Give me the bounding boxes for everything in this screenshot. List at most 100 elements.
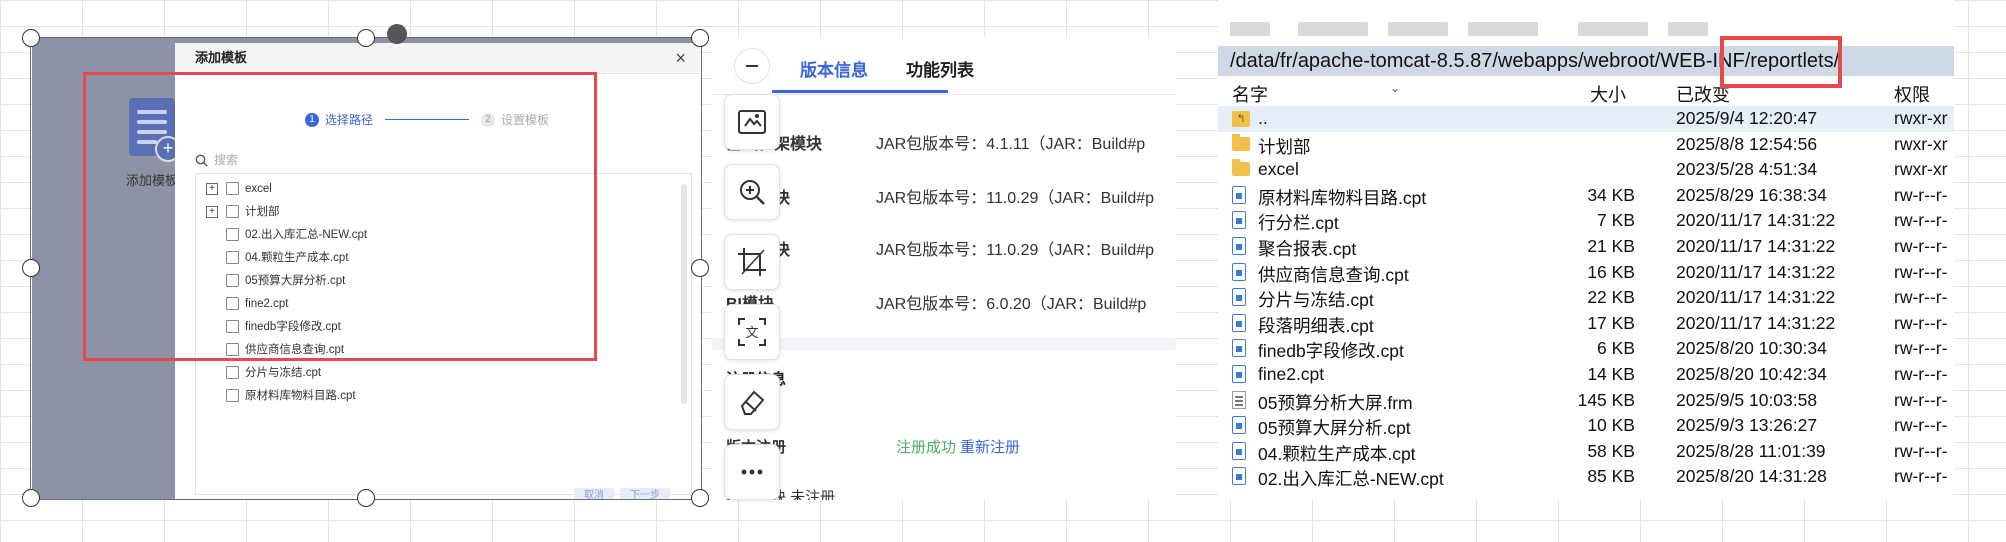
file-manager-screenshot: /data/fr/apache-tomcat-8.5.87/webapps/we… [1218,0,1954,500]
step-2-number: 2 [481,112,496,127]
tree-item-file[interactable]: 分片与冻结.cpt [226,363,321,383]
module-row: 报表模块JAR包版本号：11.0.29（JAR：Build#p [726,184,1176,208]
expand-icon[interactable]: + [206,182,218,195]
search-input[interactable]: 搜索 [195,151,675,171]
file-name: 计划部 [1258,136,1311,157]
resize-handle-ml[interactable] [22,259,40,277]
resize-handle-br[interactable] [691,489,709,507]
resize-handle-bc[interactable] [357,489,375,507]
file-modified: 2025/8/20 10:30:34 [1676,338,1827,359]
tree-item-label: finedb字段修改.cpt [245,321,341,333]
cpt-file-icon [1232,365,1250,383]
eraser-button[interactable] [724,374,780,430]
zoom-in-button[interactable] [724,164,780,220]
more-button[interactable] [724,444,780,500]
resize-handle-tr[interactable] [691,29,709,47]
col-permissions[interactable]: 权限 [1894,85,1930,105]
tab-version-info[interactable]: 版本信息 [800,61,868,80]
step-connector [385,119,470,120]
resize-handle-tc[interactable] [357,29,375,47]
checkbox[interactable] [226,228,239,242]
tree-item-label: fine2.cpt [245,298,289,310]
checkbox[interactable] [226,297,239,311]
folder-icon [1232,133,1250,153]
file-modified: 2025/8/29 16:38:34 [1676,184,1827,205]
tree-item-file[interactable]: 原材料库物料目路.cpt [226,386,356,406]
crop-button[interactable] [724,234,780,290]
tree-item-folder[interactable]: +excel [206,179,272,199]
tree-item-file[interactable]: 05预算大屏分析.cpt [226,271,345,291]
resize-handle-bl[interactable] [22,489,40,507]
file-name: 行分栏.cpt [1258,213,1339,234]
col-modified[interactable]: 已改变 [1676,85,1730,105]
resize-handle-tl[interactable] [22,29,40,47]
file-name: .. [1258,108,1268,128]
file-size: 58 KB [1587,440,1635,461]
tree-item-file[interactable]: 02.出入库汇总-NEW.cpt [226,225,367,245]
resize-handle-mr[interactable] [691,259,709,277]
tree-item-file[interactable]: 供应商信息查询.cpt [226,340,344,360]
tab-bar: 版本信息 功能列表 [712,38,1176,95]
cpt-file-icon [1232,237,1250,255]
cancel-button[interactable]: 取消 [574,488,614,500]
checkbox[interactable] [226,251,239,265]
dialog-title: 添加模板 [195,50,248,65]
cpt-file-icon [1232,211,1250,230]
crop-icon [738,248,766,276]
rotate-handle[interactable] [387,24,407,44]
re-register-link[interactable]: 重新注册 [960,439,1021,456]
image-edit-button[interactable] [724,94,780,150]
fm-toolbar-cropped [1218,0,1954,44]
tab-feature-list[interactable]: 功能列表 [906,61,974,80]
file-modified: 2020/11/17 14:31:22 [1676,312,1836,333]
file-modified: 2025/8/20 14:31:28 [1676,466,1827,487]
checkbox[interactable] [226,182,239,196]
tree-item-file[interactable]: 04.颗粒生产成本.cpt [226,248,349,268]
scan-text-icon: 文 [738,318,766,346]
checkbox[interactable] [226,274,239,288]
collapse-button[interactable] [734,48,770,84]
next-button[interactable]: 下一步 [620,488,670,500]
checkbox[interactable] [226,320,239,334]
col-name[interactable]: 名字 [1232,85,1268,105]
tree-item-file[interactable]: fine2.cpt [226,294,288,314]
checkbox[interactable] [226,205,239,219]
expand-icon[interactable]: + [206,205,218,218]
tree-scrollbar[interactable] [681,184,687,404]
tree-item-file[interactable]: finedb字段修改.cpt [226,317,341,337]
col-size[interactable]: 大小 [1590,85,1626,105]
file-permissions: rw-r--r- [1894,364,1948,384]
file-modified: 2025/8/8 12:54:56 [1676,133,1818,154]
close-icon[interactable]: × [675,48,686,68]
extract-text-button[interactable]: 文 [724,304,780,360]
tree-item-folder[interactable]: +计划部 [206,202,280,222]
file-permissions: rw-r--r- [1894,210,1948,231]
checkbox[interactable] [226,343,239,357]
checkbox[interactable] [226,366,239,380]
file-size: 16 KB [1587,261,1635,282]
path-bar[interactable]: /data/fr/apache-tomcat-8.5.87/webapps/we… [1218,46,1954,76]
checkbox[interactable] [226,389,239,403]
tree-item-label: 02.出入库汇总-NEW.cpt [245,229,368,241]
active-tab-underline [772,90,948,93]
file-modified: 2020/11/17 14:31:22 [1676,287,1836,308]
file-name: fine2.cpt [1258,364,1325,384]
file-tree: +excel +计划部 02.出入库汇总-NEW.cpt 04.颗粒生产成本.c… [195,173,692,495]
zoom-in-icon [740,180,765,205]
